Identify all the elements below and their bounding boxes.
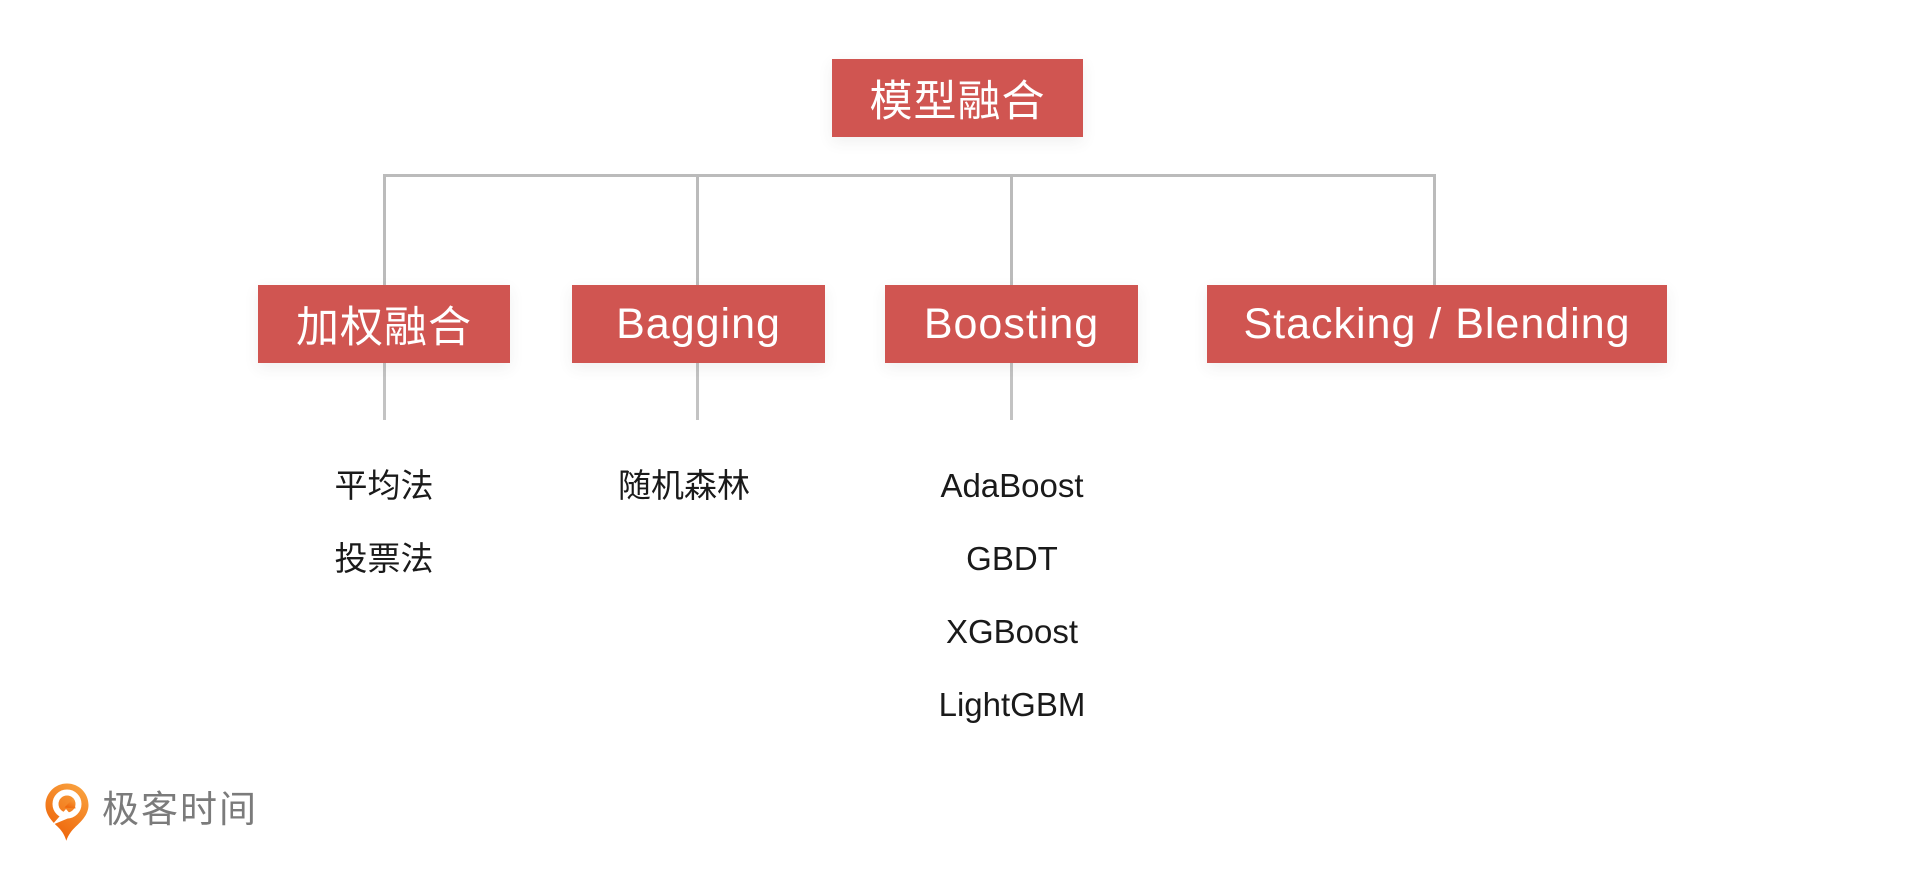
node-stacking-blending: Stacking / Blending xyxy=(1207,285,1667,363)
leaf-list-bagging: 随机森林 xyxy=(534,449,834,522)
leaf-gbdt: GBDT xyxy=(966,540,1058,577)
leaf-averaging: 平均法 xyxy=(334,467,434,504)
geektime-logo: 极客时间 xyxy=(45,783,258,842)
connector-stub-bagging xyxy=(696,362,699,420)
connector-horizontal xyxy=(383,174,1436,177)
node-weighted-fusion-label: 加权融合 xyxy=(296,304,472,352)
connector-drop-boosting xyxy=(1010,174,1013,286)
leaf-list-weighted-fusion: 平均法 投票法 xyxy=(234,449,534,595)
connector-stub-boosting xyxy=(1010,362,1013,420)
node-bagging: Bagging xyxy=(572,285,825,363)
node-model-fusion-label: 模型融合 xyxy=(869,78,1046,126)
geektime-logo-text: 极客时间 xyxy=(102,789,258,830)
geektime-pin-icon xyxy=(45,783,89,841)
leaf-lightgbm: LightGBM xyxy=(938,686,1086,723)
node-model-fusion: 模型融合 xyxy=(832,59,1083,137)
node-bagging-label: Bagging xyxy=(616,299,781,348)
connector-drop-stacking xyxy=(1433,174,1436,286)
node-weighted-fusion: 加权融合 xyxy=(258,285,510,363)
leaf-voting: 投票法 xyxy=(334,540,434,577)
leaf-xgboost: XGBoost xyxy=(945,613,1079,650)
leaf-list-boosting: AdaBoost GBDT XGBoost LightGBM xyxy=(862,449,1162,741)
node-boosting-label: Boosting xyxy=(923,299,1100,348)
connector-drop-weighted xyxy=(383,174,386,286)
leaf-adaboost: AdaBoost xyxy=(940,467,1084,504)
connector-stub-weighted xyxy=(383,362,386,420)
connector-drop-bagging xyxy=(696,174,699,286)
node-stacking-blending-label: Stacking / Blending xyxy=(1243,299,1631,348)
node-boosting: Boosting xyxy=(885,285,1138,363)
leaf-random-forest: 随机森林 xyxy=(618,467,750,504)
